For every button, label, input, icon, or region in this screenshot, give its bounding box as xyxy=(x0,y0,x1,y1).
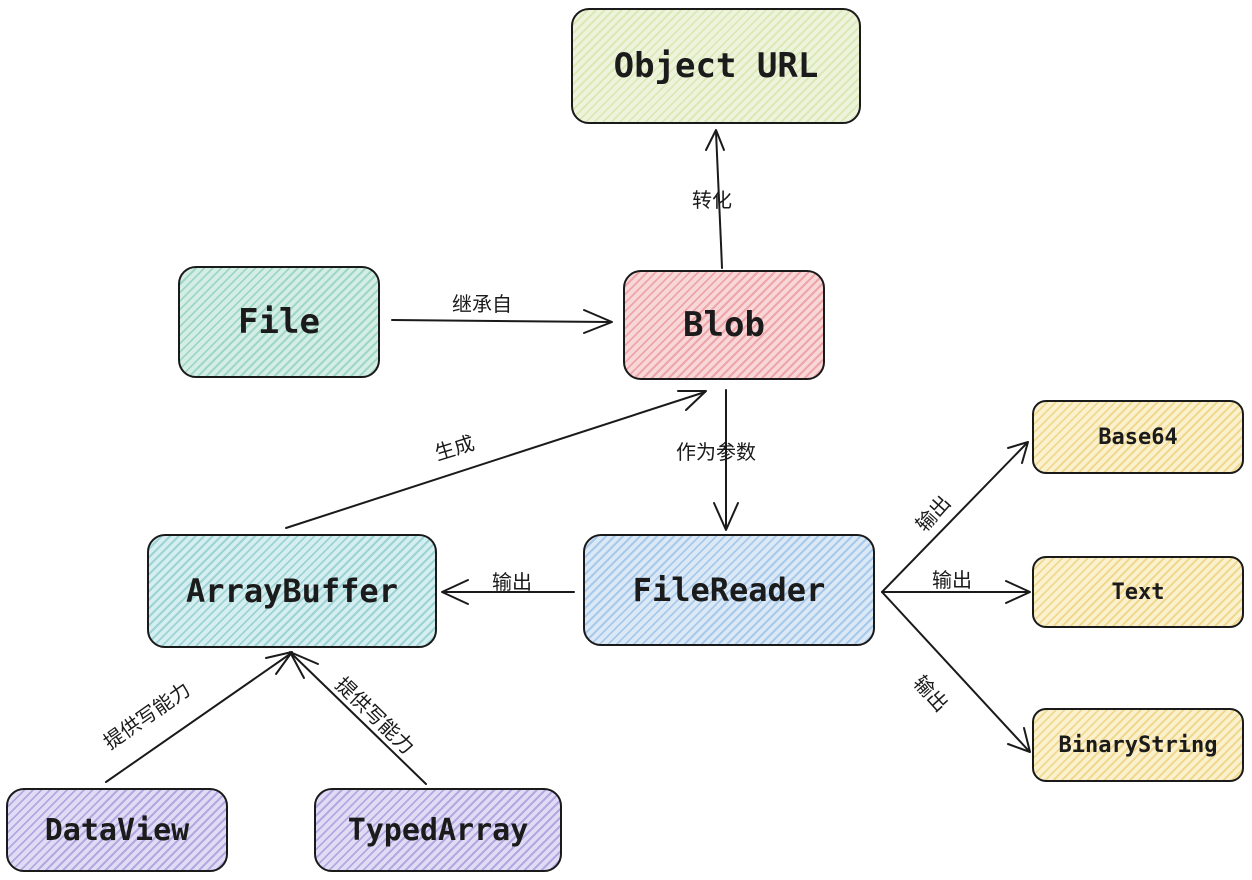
edge-label-blob-to-file-reader: 作为参数 xyxy=(676,440,756,464)
node-file: File xyxy=(178,266,380,378)
node-binary-string: BinaryString xyxy=(1032,708,1244,782)
edge-array-buffer-to-blob xyxy=(285,390,707,529)
edge-file-reader-to-array-buffer xyxy=(441,579,575,605)
node-binary-string-label: BinaryString xyxy=(1058,732,1218,758)
node-typed-array-label: TypedArray xyxy=(347,812,529,848)
node-blob-label: Blob xyxy=(683,305,765,345)
node-object-url: Object URL xyxy=(571,8,861,124)
node-file-reader-label: FileReader xyxy=(632,571,826,609)
edge-file-reader-to-binary-string xyxy=(881,591,1031,753)
edge-label-blob-to-object-url: 转化 xyxy=(692,188,732,212)
edge-label-file-reader-to-array-buffer: 输出 xyxy=(492,570,532,594)
node-file-label: File xyxy=(238,302,320,342)
node-object-url-label: Object URL xyxy=(613,46,819,86)
node-array-buffer: ArrayBuffer xyxy=(147,534,437,648)
node-base64-label: Base64 xyxy=(1098,424,1178,450)
edge-blob-to-object-url xyxy=(705,129,725,269)
edge-blob-to-file-reader xyxy=(713,389,739,531)
node-file-reader: FileReader xyxy=(583,534,875,646)
edge-label-file-reader-to-text: 输出 xyxy=(932,568,972,592)
node-typed-array: TypedArray xyxy=(314,788,562,872)
edge-typed-array-to-array-buffer xyxy=(289,651,427,785)
node-data-view-label: DataView xyxy=(44,812,190,848)
edge-file-to-blob xyxy=(391,309,613,334)
node-base64: Base64 xyxy=(1032,400,1244,474)
node-blob: Blob xyxy=(623,270,825,380)
edge-label-file-to-blob: 继承自 xyxy=(452,292,512,316)
edge-file-reader-to-base64 xyxy=(881,441,1029,593)
node-text: Text xyxy=(1032,556,1244,628)
edge-file-reader-to-text xyxy=(881,580,1031,604)
node-data-view: DataView xyxy=(6,788,228,872)
node-array-buffer-label: ArrayBuffer xyxy=(186,572,398,610)
node-text-label: Text xyxy=(1111,579,1165,605)
